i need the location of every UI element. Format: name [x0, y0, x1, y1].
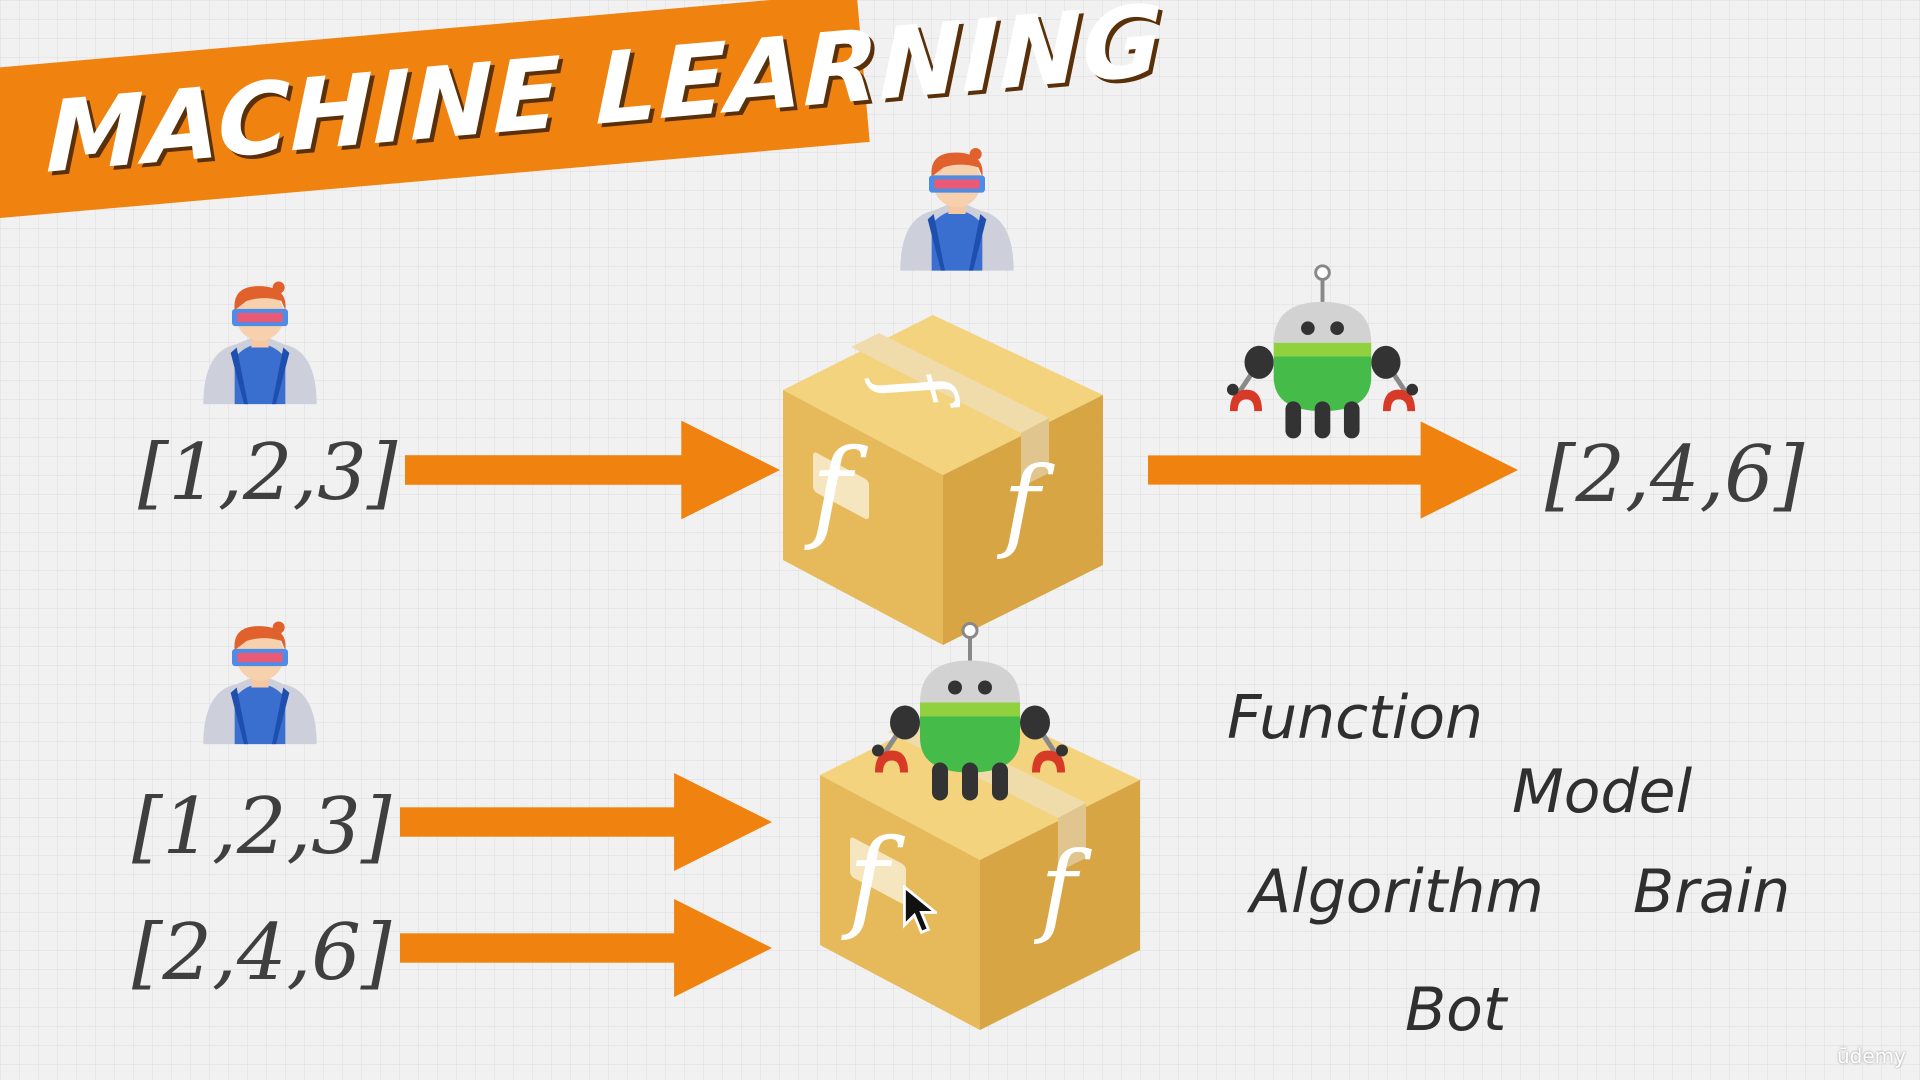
udemy-watermark: ūdemy: [1837, 1044, 1906, 1068]
box-symbol-right-face: f: [1040, 830, 1078, 947]
arrow-icon-bottom-input-2: [400, 899, 772, 997]
function-box-top: f f f: [783, 315, 1103, 645]
person-icon-top-center: [900, 148, 1014, 271]
mouse-cursor-icon: [903, 885, 937, 935]
arrow-icon-bottom-input-1: [400, 773, 772, 871]
term-function: Function: [1227, 683, 1484, 753]
robot-icon-bottom: [870, 615, 1070, 815]
arrow-icon-top-input: [405, 420, 780, 520]
term-algorithm: Algorithm: [1250, 857, 1544, 927]
bottom-input-array-1: [1,2,3]: [132, 782, 392, 872]
bottom-input-array-2: [2,4,6]: [132, 908, 392, 998]
term-brain: Brain: [1633, 857, 1791, 927]
box-symbol-left-face: f: [811, 425, 852, 553]
term-model: Model: [1512, 757, 1693, 827]
top-input-array: [1,2,3]: [138, 428, 398, 518]
top-output-array: [2,4,6]: [1545, 430, 1805, 520]
title-banner: MACHINE LEARNING: [0, 0, 1164, 220]
box-symbol-right-face: f: [1003, 445, 1041, 562]
person-icon-bottom-left: [203, 621, 317, 745]
function-box-bottom: f f: [820, 700, 1140, 1030]
box-symbol-left-face: f: [848, 815, 889, 943]
arrow-icon-top-output: [1148, 421, 1518, 519]
term-bot: Bot: [1405, 975, 1507, 1045]
person-icon-top-left: [203, 281, 317, 405]
